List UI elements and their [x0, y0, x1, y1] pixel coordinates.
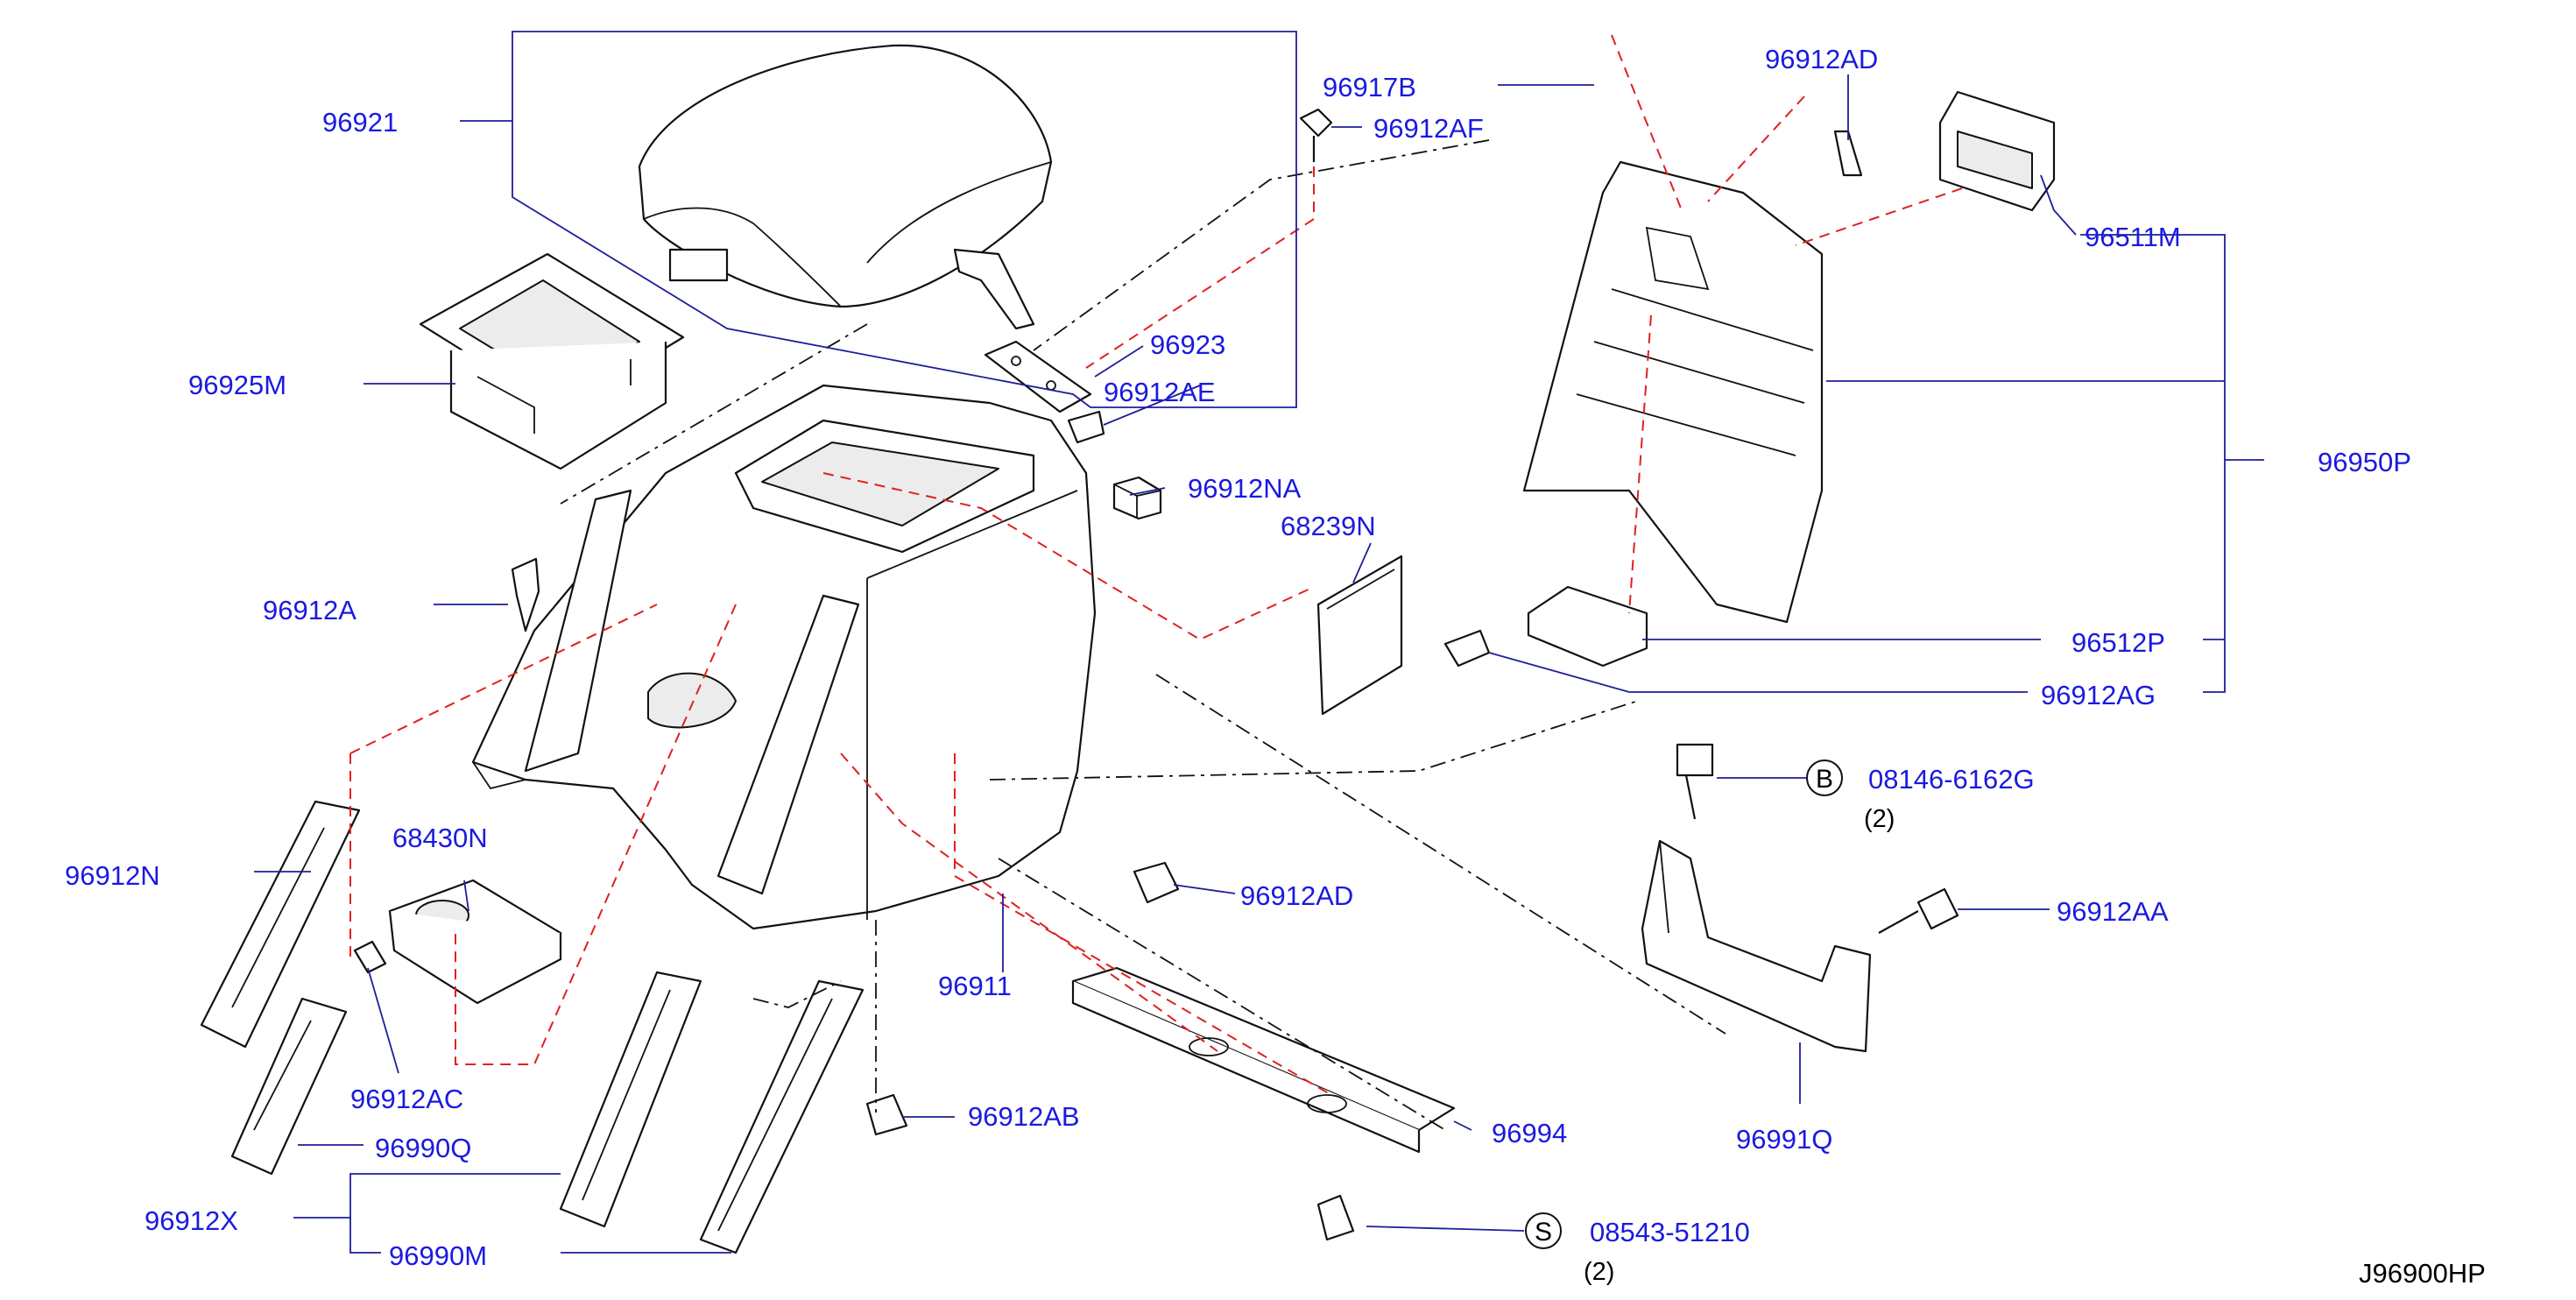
bar-96994-drawing [1071, 966, 1456, 1154]
label-96912N[interactable]: 96912N [65, 860, 160, 891]
side-trim-96912N-drawing [200, 800, 361, 1049]
label-96912AC[interactable]: 96912AC [350, 1084, 463, 1114]
lower-trim-96990M-drawing [559, 971, 865, 1254]
label-96912AA[interactable]: 96912AA [2057, 896, 2169, 927]
label-96921[interactable]: 96921 [322, 107, 398, 138]
bolt-callout: B [1806, 760, 1843, 796]
label-08146-qty: (2) [1864, 805, 1895, 833]
label-96911[interactable]: 96911 [938, 971, 1012, 1001]
bolt-callout-letter: B [1816, 765, 1833, 794]
label-96512P[interactable]: 96512P [2071, 627, 2165, 658]
bracket-96991Q-drawing [1641, 839, 1872, 1053]
bracket-96990Q-drawing [230, 997, 348, 1176]
label-96912AF[interactable]: 96912AF [1373, 113, 1484, 144]
label-08543-qty: (2) [1584, 1258, 1614, 1286]
console-body-drawing [471, 384, 1097, 930]
label-96912AG[interactable]: 96912AG [2041, 680, 2156, 710]
label-96511M[interactable]: 96511M [2085, 222, 2181, 252]
label-96950P[interactable]: 96950P [2318, 447, 2411, 477]
cup-holder-drawing [388, 879, 562, 1005]
label-96912AE[interactable]: 96912AE [1104, 377, 1216, 407]
label-96990Q[interactable]: 96990Q [375, 1133, 471, 1163]
duct-96511M-drawing [1938, 90, 2056, 212]
label-96991Q[interactable]: 96991Q [1736, 1124, 1832, 1155]
screw-callout: S [1525, 1212, 1562, 1249]
label-96925M[interactable]: 96925M [188, 370, 286, 400]
label-68430N[interactable]: 68430N [392, 823, 488, 853]
label-96917B[interactable]: 96917B [1323, 72, 1416, 102]
label-96923[interactable]: 96923 [1150, 329, 1225, 360]
pad-68239N-drawing [1316, 555, 1403, 716]
label-96912NA[interactable]: 96912NA [1188, 473, 1302, 504]
guide-lines [349, 34, 1963, 1131]
label-96912AD-mid[interactable]: 96912AD [1240, 880, 1353, 911]
hinge-bracket-drawing [984, 340, 1092, 413]
label-96912X[interactable]: 96912X [145, 1205, 238, 1236]
leader-lines [254, 31, 2264, 1254]
label-96990M[interactable]: 96990M [389, 1240, 487, 1271]
rear-panel-drawing [1522, 160, 1824, 624]
screw-callout-letter: S [1535, 1218, 1552, 1247]
drawing-id: J96900HP [2359, 1258, 2486, 1289]
armrest-lid-drawing [638, 44, 1053, 330]
clip-96912NA-drawing [1112, 476, 1162, 520]
utility-tray-drawing [419, 252, 685, 470]
label-68239N[interactable]: 68239N [1281, 511, 1376, 541]
label-08146-6162G[interactable]: 08146-6162G [1868, 764, 2035, 795]
fasteners-drawing [353, 108, 1959, 1241]
clip-96512P-drawing [1527, 585, 1648, 668]
label-96994[interactable]: 96994 [1492, 1118, 1567, 1148]
label-96912AD-top[interactable]: 96912AD [1765, 44, 1878, 74]
label-96912AB[interactable]: 96912AB [968, 1101, 1080, 1132]
label-96912A[interactable]: 96912A [263, 595, 356, 625]
label-08543-51210[interactable]: 08543-51210 [1590, 1217, 1750, 1247]
